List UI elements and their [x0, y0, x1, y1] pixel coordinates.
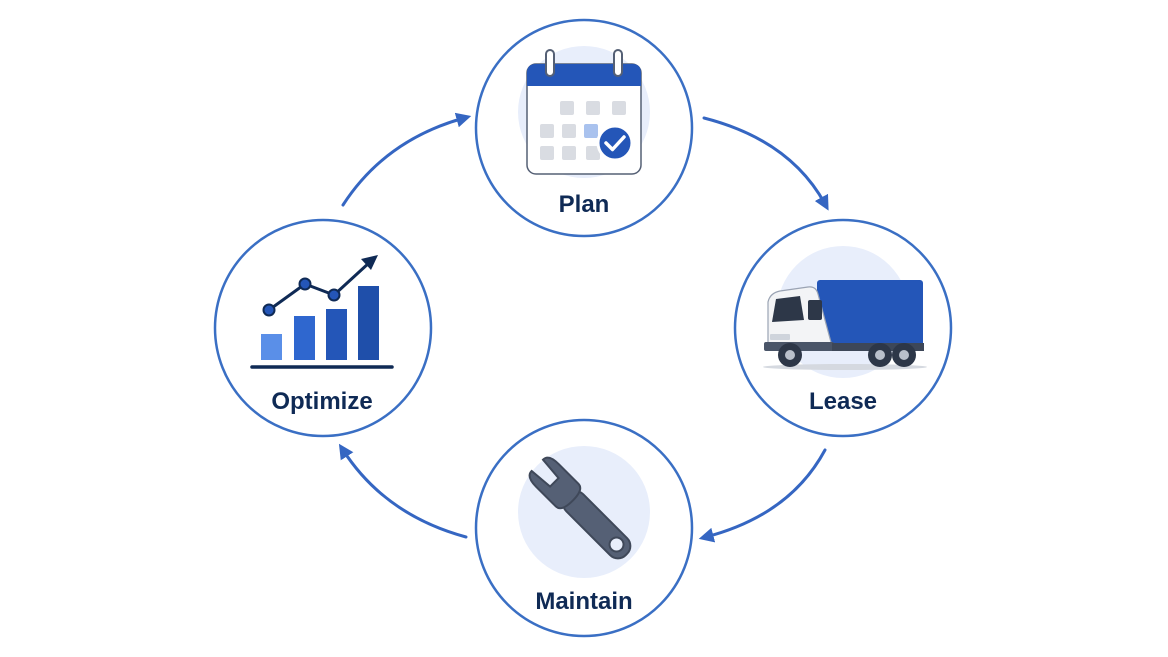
cycle-arrows: [338, 112, 829, 543]
truck-icon: [763, 280, 927, 370]
node-optimize-label: Optimize: [271, 388, 372, 415]
arrow-maintain-to-optimize: [338, 443, 468, 539]
arrow-lease-to-maintain: [698, 448, 827, 543]
checkmark-badge-icon: [596, 124, 634, 162]
arrow-plan-to-lease: [702, 116, 829, 211]
node-optimize: Optimize: [213, 218, 433, 438]
node-plan-label: Plan: [559, 191, 610, 218]
node-maintain: Maintain: [474, 418, 694, 638]
node-lease: Lease: [733, 218, 953, 438]
node-plan: Plan: [474, 18, 694, 238]
node-lease-label: Lease: [809, 388, 877, 415]
node-maintain-label: Maintain: [535, 588, 632, 615]
calendar-check-icon: [526, 49, 642, 175]
wrench-icon: [528, 456, 632, 560]
growth-chart-icon: [250, 255, 394, 369]
arrow-optimize-to-plan: [341, 112, 472, 207]
node-optimize-ring: [213, 218, 433, 438]
